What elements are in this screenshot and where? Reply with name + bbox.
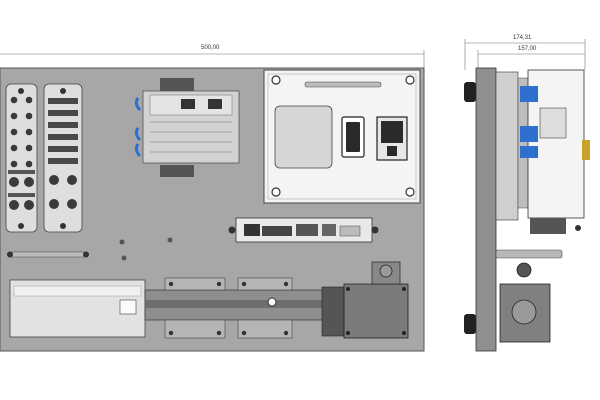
hose-connector: [9, 251, 87, 258]
io-block-right: [43, 83, 83, 233]
side-dimension-lines: [464, 39, 586, 70]
front-width-label: 500,00: [201, 45, 220, 51]
terminal-rail: [134, 78, 240, 177]
enclosure-box: [263, 69, 421, 204]
linear-actuator: [9, 277, 326, 339]
mounting-screws: [119, 237, 173, 261]
enclosure-display-window: [274, 105, 333, 169]
motor: [321, 261, 409, 339]
side-inner-label: 157,00: [518, 46, 537, 52]
front-dimension-line: [0, 50, 425, 68]
side-total-label: 174,31: [513, 35, 532, 41]
io-block-left: [5, 83, 38, 233]
side-view: [464, 67, 590, 352]
controller-board: [228, 217, 379, 243]
